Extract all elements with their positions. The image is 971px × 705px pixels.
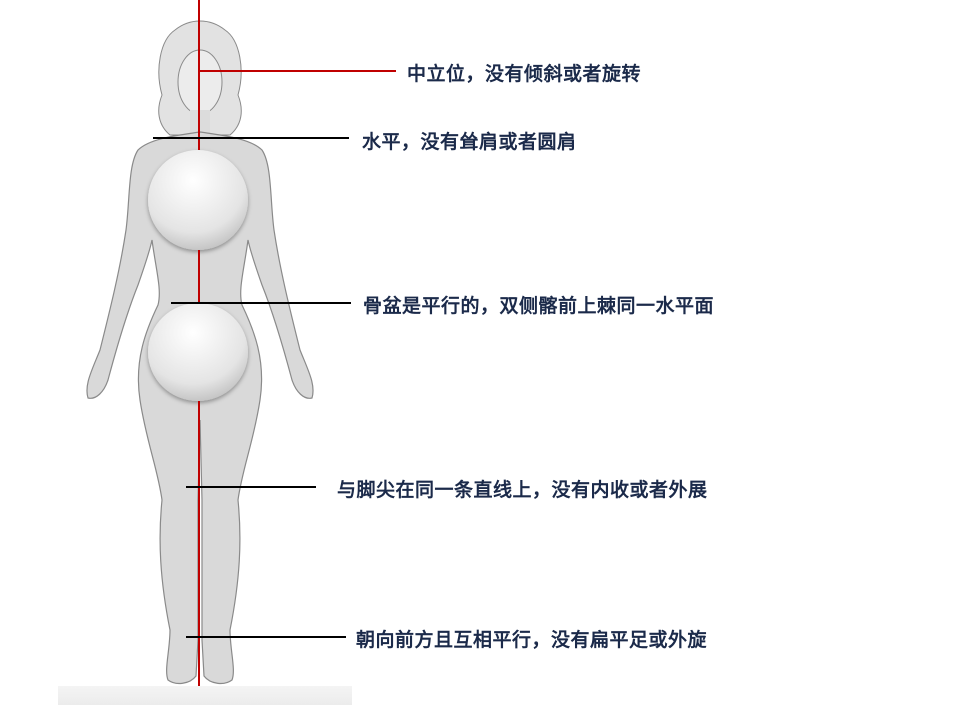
pelvis-annotation: 骨盆是平行的，双侧髂前上棘同一水平面 [363, 295, 715, 317]
pelvis-ball [148, 303, 248, 401]
knee-annotation: 与脚尖在同一条直线上，没有内收或者外展 [337, 479, 708, 501]
floor-shadow [58, 686, 352, 705]
head-annotation: 中立位，没有倾斜或者旋转 [407, 63, 642, 85]
shoulder-annotation: 水平，没有耸肩或者圆肩 [362, 131, 577, 153]
chest-ball [148, 150, 248, 250]
feet-annotation: 朝向前方且互相平行，没有扁平足或外旋 [356, 629, 708, 651]
